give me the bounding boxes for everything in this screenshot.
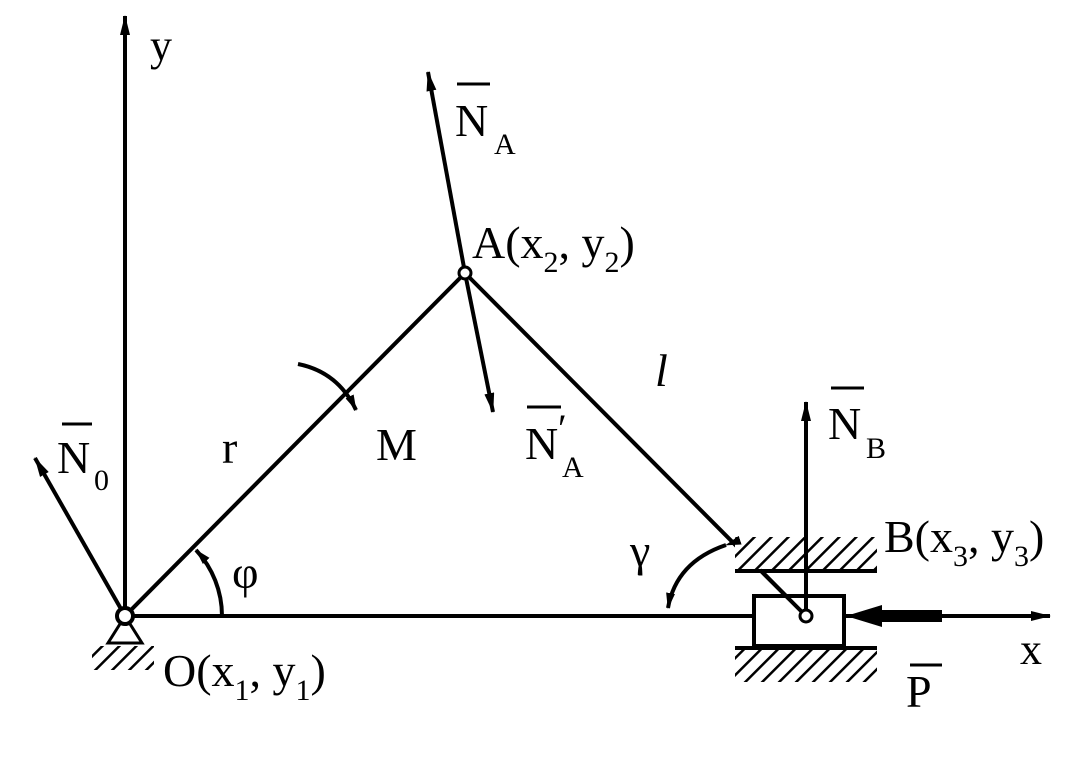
force-na-subscript: A — [494, 128, 516, 161]
point-o-label: O(x1, y1) — [163, 645, 326, 707]
moment-arc — [297, 362, 358, 411]
force-na-prime-mark: ′ — [558, 406, 567, 451]
rod-ab-over-slider — [758, 568, 808, 618]
force-n0-arrow — [33, 457, 127, 617]
joint-a — [457, 265, 473, 281]
y-axis-label: y — [150, 21, 172, 70]
force-n0-subscript: 0 — [94, 464, 109, 497]
point-b-label: B(x3, y3) — [884, 511, 1044, 573]
joint-b — [798, 608, 814, 624]
force-na-arrow — [426, 71, 467, 274]
force-nb-subscript: B — [866, 432, 886, 465]
rod-label-l: l — [655, 345, 668, 396]
x-axis-label: x — [1020, 625, 1042, 674]
angle-phi-label: φ — [232, 547, 259, 598]
force-na-label: N — [455, 95, 488, 146]
force-p-head — [846, 605, 882, 627]
lower-guide-hatch — [735, 648, 877, 682]
pin-support-o — [105, 613, 145, 645]
crank-oa — [123, 271, 467, 618]
slider-block — [752, 594, 846, 648]
angle-gamma-label: γ — [629, 525, 650, 576]
angle-gamma-arc — [666, 535, 742, 609]
force-na-prime-subscript: A — [562, 451, 584, 484]
angle-phi-arc — [194, 548, 224, 617]
force-p-label: P — [906, 666, 932, 717]
crank-label-r: r — [222, 422, 237, 473]
ground-support-o — [92, 646, 154, 670]
joint-o — [115, 606, 135, 626]
force-n0-label: N — [57, 432, 90, 483]
force-na-prime-label: N — [525, 418, 558, 469]
force-na-prime-arrow — [463, 272, 495, 413]
force-nb-label: N — [828, 398, 861, 449]
point-a-label: A(x2, y2) — [472, 217, 635, 279]
moment-label: M — [376, 419, 417, 470]
